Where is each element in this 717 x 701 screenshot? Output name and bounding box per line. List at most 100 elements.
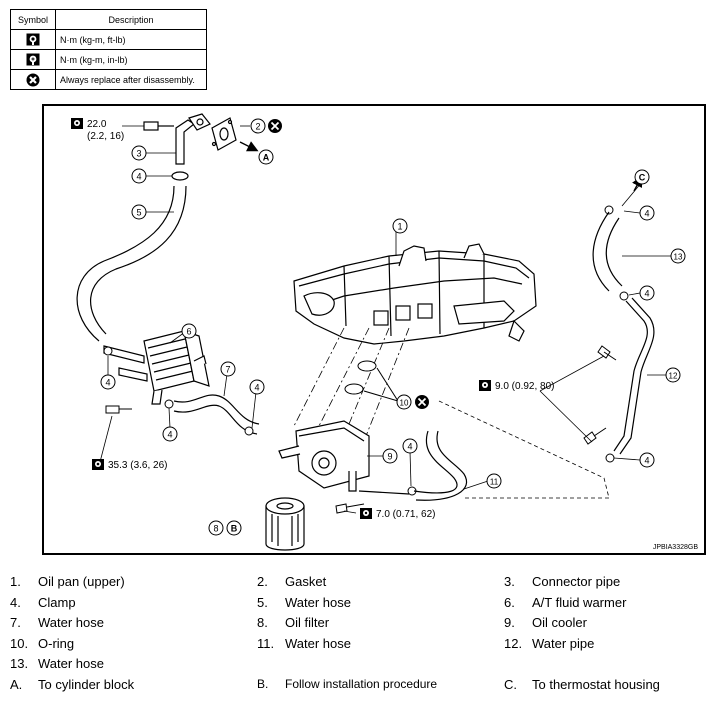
callout-4: 4 <box>639 452 655 468</box>
legend-item: 13.Water hose <box>10 656 104 671</box>
callout-c: C <box>634 169 650 185</box>
callout-12: 12 <box>665 367 681 383</box>
svg-text:12: 12 <box>669 372 678 381</box>
callout-4: 4 <box>639 205 655 221</box>
callout-3: 3 <box>131 145 147 161</box>
o-rings <box>344 360 399 402</box>
legend-item: 3.Connector pipe <box>504 574 621 589</box>
callout-8: 8 B <box>208 520 242 536</box>
svg-text:2: 2 <box>255 122 260 132</box>
legend-item: C.To thermostat housing <box>504 677 660 692</box>
svg-text:C: C <box>639 173 646 183</box>
svg-text:4: 4 <box>254 383 259 393</box>
symbol-row: N·m (kg-m, ft-lb) <box>10 29 207 50</box>
torque-label-35: 35.3 (3.6, 26) <box>92 459 167 471</box>
legend-item: 8.Oil filter <box>257 615 330 630</box>
callout-10: 10 <box>396 394 429 410</box>
legend-item: 5.Water hose <box>257 595 351 610</box>
symbol-row: N·m (kg-m, in-lb) <box>10 49 207 70</box>
leader-lines <box>99 125 671 514</box>
svg-text:5: 5 <box>136 208 141 218</box>
connector-pipe <box>143 113 237 181</box>
replace-x-icon <box>26 73 40 86</box>
legend-item: 10.O-ring <box>10 636 75 651</box>
legend-item: 4.Clamp <box>10 595 76 610</box>
torque-wrench-small-icon <box>26 53 40 66</box>
symbol-description: Always replace after disassembly. <box>55 69 207 90</box>
svg-text:7: 7 <box>225 365 230 375</box>
svg-text:A: A <box>263 153 270 163</box>
oil-cooler <box>278 420 370 492</box>
svg-text:10: 10 <box>400 399 409 408</box>
svg-text:4: 4 <box>136 172 141 182</box>
torque-label-22: 22.0 (2.2, 16) <box>71 118 124 142</box>
svg-text:35.3 (3.6, 26): 35.3 (3.6, 26) <box>108 460 167 471</box>
bolts <box>105 345 617 514</box>
legend-item: B.Follow installation procedure <box>257 677 438 691</box>
svg-text:9: 9 <box>387 452 392 462</box>
svg-text:7.0 (0.71, 62): 7.0 (0.71, 62) <box>376 509 435 520</box>
svg-text:4: 4 <box>644 209 649 219</box>
callout-2: 2 <box>250 118 282 134</box>
description-column-header: Description <box>55 9 207 30</box>
svg-text:(2.2, 16): (2.2, 16) <box>87 131 124 142</box>
alignment-lines <box>293 327 410 442</box>
callout-13: 13 <box>670 248 686 264</box>
oil-filter <box>265 497 305 551</box>
legend-item: 1.Oil pan (upper) <box>10 574 125 589</box>
symbol-table: Symbol Description N·m (kg-m, ft-lb) N·m… <box>10 9 207 90</box>
svg-text:11: 11 <box>490 478 499 487</box>
callout-4: 4 <box>131 168 147 184</box>
callout-4: 4 <box>100 374 116 390</box>
exploded-view-diagram: 2 3 4 5 1 6 4 7 4 4 10 9 4 11 8 B 4 13 4… <box>42 104 706 555</box>
svg-text:4: 4 <box>105 378 110 388</box>
water-hose-11 <box>413 430 467 501</box>
callout-9: 9 <box>382 448 398 464</box>
clamps <box>103 205 629 496</box>
svg-text:4: 4 <box>644 289 649 299</box>
callout-4: 4 <box>162 426 178 442</box>
legend-item: 2.Gasket <box>257 574 327 589</box>
callout-4: 4 <box>639 285 655 301</box>
callout-4: 4 <box>402 438 418 454</box>
symbol-column-header: Symbol <box>10 9 56 30</box>
legend-item: A.To cylinder block <box>10 677 135 692</box>
callout-a: A <box>258 149 274 165</box>
svg-text:B: B <box>231 524 238 534</box>
legend-item: 12.Water pipe <box>504 636 595 651</box>
callout-7: 7 <box>220 361 236 377</box>
callout-4: 4 <box>249 379 265 395</box>
diagram-canvas: 2 3 4 5 1 6 4 7 4 4 10 9 4 11 8 B 4 13 4… <box>71 113 686 551</box>
symbol-description: N·m (kg-m, in-lb) <box>55 49 207 70</box>
torque-label-7: 7.0 (0.71, 62) <box>360 508 435 520</box>
water-hose-5 <box>76 185 187 342</box>
svg-text:8: 8 <box>213 524 218 534</box>
torque-wrench-icon <box>26 33 40 46</box>
svg-text:4: 4 <box>407 442 412 452</box>
callout-1: 1 <box>392 218 408 234</box>
legend-item: 11.Water hose <box>257 636 351 651</box>
water-pipe-12 <box>613 297 655 455</box>
figure-reference-code: JPBIA3328GB <box>652 544 698 551</box>
legend-item: 7.Water hose <box>10 615 104 630</box>
svg-text:13: 13 <box>674 253 683 262</box>
oil-pan-upper <box>293 243 537 345</box>
callout-11: 11 <box>486 473 502 489</box>
symbol-table-header: Symbol Description <box>10 9 207 30</box>
callout-6: 6 <box>181 323 197 339</box>
callout-5: 5 <box>131 204 147 220</box>
symbol-description: N·m (kg-m, ft-lb) <box>55 29 207 50</box>
svg-text:22.0: 22.0 <box>87 119 107 130</box>
svg-text:1: 1 <box>397 222 402 232</box>
svg-text:4: 4 <box>167 430 172 440</box>
svg-text:4: 4 <box>644 456 649 466</box>
svg-text:6: 6 <box>186 327 191 337</box>
water-hose-7 <box>173 394 260 435</box>
legend-item: 9.Oil cooler <box>504 615 587 630</box>
symbol-row: Always replace after disassembly. <box>10 69 207 90</box>
torque-label-9: 9.0 (0.92, 80) <box>479 380 554 392</box>
water-hose-13 <box>592 211 623 292</box>
svg-text:3: 3 <box>136 149 141 159</box>
legend-item: 6.A/T fluid warmer <box>504 595 627 610</box>
svg-text:9.0 (0.92, 80): 9.0 (0.92, 80) <box>495 381 554 392</box>
